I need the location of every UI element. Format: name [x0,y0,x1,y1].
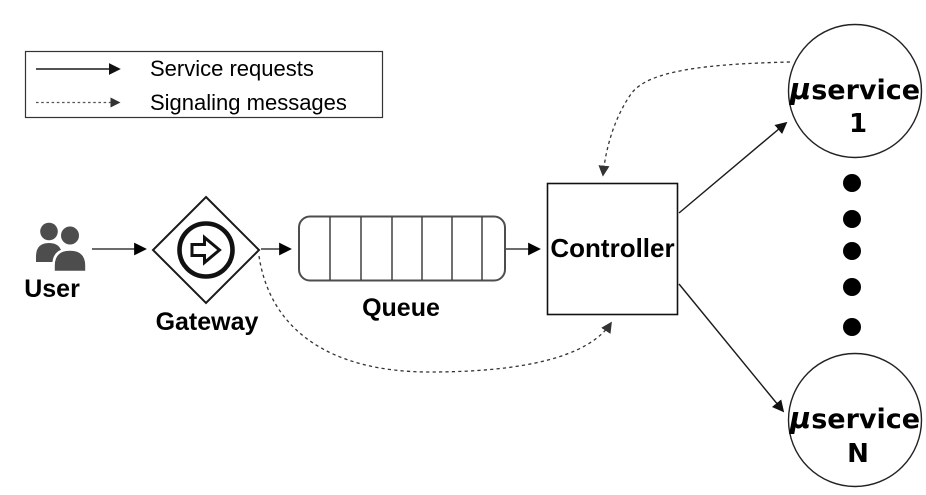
edge-controller-microservice-n [678,283,785,413]
user-node: User [24,222,88,303]
microservice-1-label: μservice [789,72,920,106]
edge-controller-microservice-1 [678,121,788,214]
legend: Service requests Signaling messages [24,50,384,119]
ellipsis-dot [843,210,861,228]
microservice-1-node: μservice 1 [787,23,923,159]
user-label: User [24,275,80,303]
circle-right-arrow-icon [177,221,235,279]
ellipsis-dot [843,174,861,192]
ellipsis-dot [843,278,861,296]
queue-slot-dividers [329,217,483,280]
microservice-1-number: 1 [849,109,867,139]
controller-label: Controller [550,233,674,263]
mu-glyph: μ [789,72,811,106]
microservice-n-node: μservice N [787,352,923,488]
queue-node: Queue [298,215,506,322]
users-icon [36,222,88,274]
controller-box [546,182,679,316]
microservice-n-circle [787,352,923,488]
service-text: service [811,404,920,435]
mu-glyph: μ [789,401,811,435]
queue-shape [298,215,506,282]
edge-microservice-1-controller-signaling [598,61,791,177]
ellipsis-dot [843,318,861,336]
legend-item-signaling-messages: Signaling messages [150,90,347,115]
microservice-n-number: N [847,439,869,469]
gateway-label: Gateway [156,308,259,336]
queue-label: Queue [362,294,440,322]
legend-item-service-requests: Service requests [150,56,314,81]
microservice-n-label: μservice [789,401,920,435]
service-text: service [811,75,920,106]
ellipsis-dot [843,242,861,260]
controller-node: Controller [546,182,679,316]
microservice-1-circle [787,23,923,159]
legend-box [24,50,384,119]
gateway-node: Gateway [151,195,261,336]
ellipsis-dots [843,174,861,336]
